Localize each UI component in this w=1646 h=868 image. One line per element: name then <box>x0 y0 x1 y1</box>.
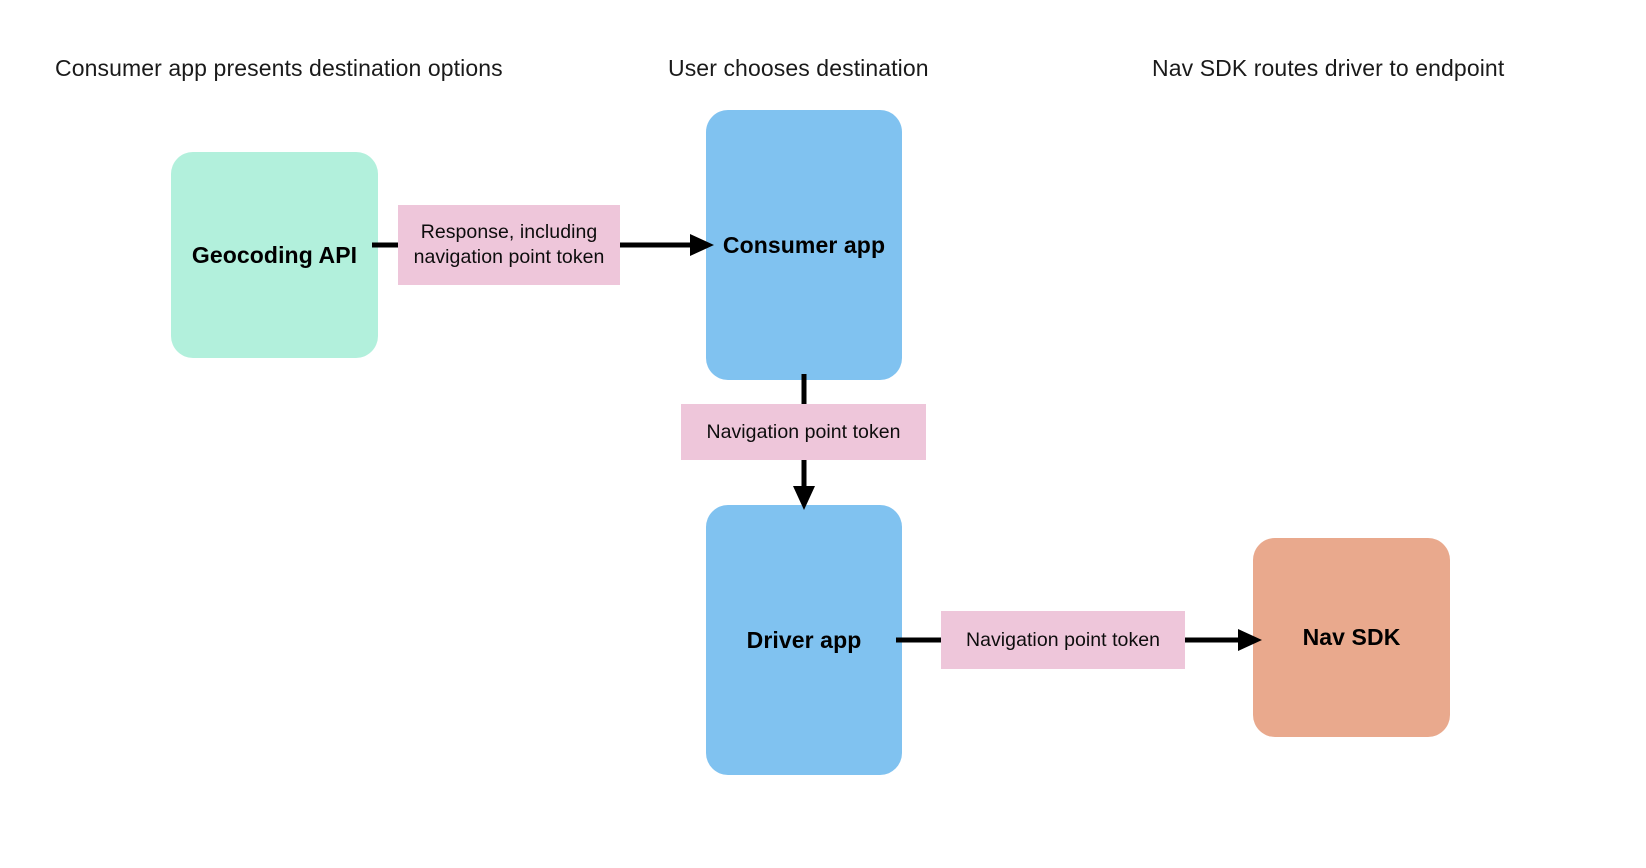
edge-label-text-geocoding-to-consumer: Response, including navigation point tok… <box>413 221 605 268</box>
edge-label-text-driver-to-navsdk: Navigation point token <box>965 628 1161 651</box>
edge-label-response-including-navigation-point-token: Response, including navigation point tok… <box>398 205 620 285</box>
node-label-consumer-app: Consumer app <box>722 231 886 258</box>
node-consumer-app[interactable]: Consumer app <box>706 110 902 380</box>
node-label-nav-sdk: Nav SDK <box>1302 624 1401 651</box>
node-geocoding-api[interactable]: Geocoding API <box>171 152 378 358</box>
column-header-user-chooses: User chooses destination <box>668 55 929 81</box>
node-nav-sdk[interactable]: Nav SDK <box>1253 538 1450 737</box>
node-label-geocoding-api: Geocoding API <box>191 241 358 268</box>
node-label-driver-app: Driver app <box>746 626 862 653</box>
edge-label-navigation-point-token-driver-navsdk: Navigation point token <box>941 611 1185 669</box>
edge-label-text-consumer-to-driver: Navigation point token <box>706 420 901 443</box>
column-header-nav-sdk-routes: Nav SDK routes driver to endpoint <box>1152 55 1505 81</box>
node-driver-app[interactable]: Driver app <box>706 505 902 775</box>
edge-label-navigation-point-token-consumer-driver: Navigation point token <box>681 404 926 460</box>
column-header-consumer-app-presents: Consumer app presents destination option… <box>55 55 503 81</box>
